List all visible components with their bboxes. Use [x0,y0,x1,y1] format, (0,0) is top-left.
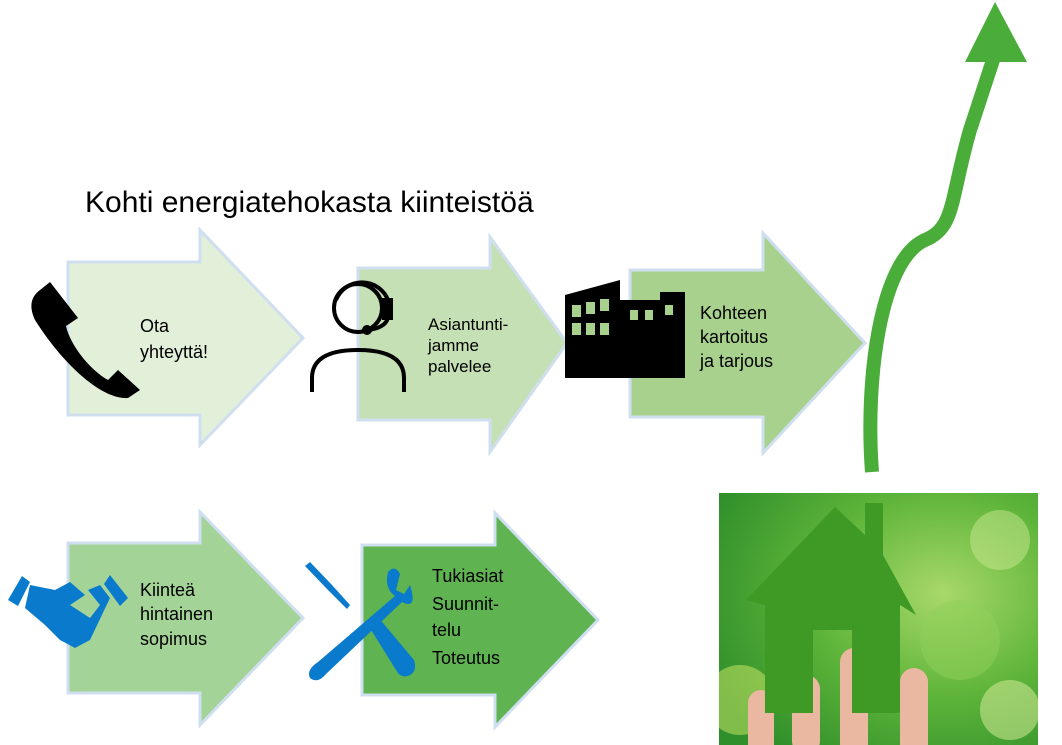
tools-icon [305,562,416,681]
growth-arrow [863,2,1027,473]
step-label-1: Ota yhteyttä! [140,316,208,362]
step-arrow-2 [356,232,569,457]
diagram-title: Kohti energiatehokasta kiinteistöä [85,186,534,219]
green-house-photo [719,493,1038,745]
step-arrow-1 [66,226,306,449]
phone-icon [31,282,140,399]
step-label-2: Asiantunti- jamme palvelee [427,315,513,376]
building-icon [565,280,685,378]
house-shape [746,503,916,713]
step-arrow-3 [628,229,868,457]
step-label-5: Tukiasiat Suunnit- telu Toteutus [432,566,508,668]
step-arrow-5 [360,509,601,731]
step-arrow-4 [66,508,306,729]
step-label-4: Kiinteä hintainen sopimus [140,580,218,649]
step-label-3: Kohteen kartoitus ja tarjous [699,303,773,371]
handshake-icon [8,575,128,648]
headset-person-icon [310,280,406,392]
